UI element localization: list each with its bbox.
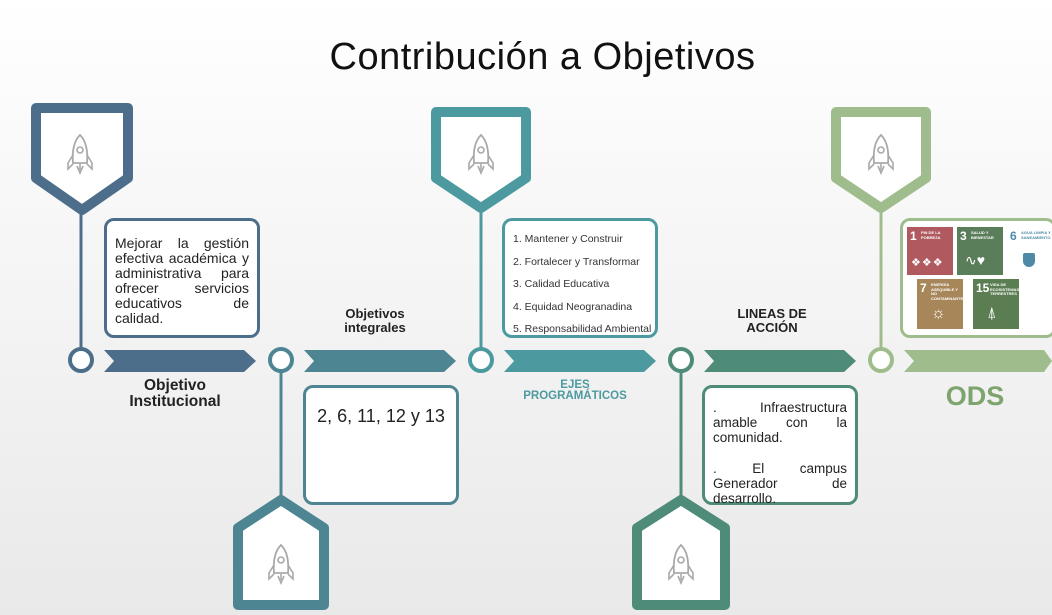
sdg-tile-1: 1 FIN DE LA POBREZA ❖❖❖	[907, 227, 953, 275]
sdg-text: FIN DE LA POBREZA	[921, 230, 941, 240]
lineas-accion-label: LINEAS DE ACCIÓN	[737, 306, 807, 335]
list-item: 1. Mantener y Construir	[513, 233, 623, 245]
badge-stage-2	[233, 495, 329, 610]
lineas-accion-item-2: . El campus Generador de desarrollo.	[713, 461, 847, 506]
ejes-list: 1. Mantener y Construir 2. Fortalecer y …	[513, 233, 652, 336]
arrow-stage-3	[504, 350, 656, 372]
people-icon: ❖❖❖	[911, 257, 944, 269]
sdg-number: 1	[910, 229, 917, 243]
arrow-stage-1	[104, 350, 256, 372]
node-stage-2	[268, 347, 294, 373]
arrow-stage-5	[904, 350, 1052, 372]
node-stage-1	[68, 347, 94, 373]
sdg-tile-7: 7 ENERGÍA ASEQUIBLE Y NO CONTAMINANTE ☼	[917, 279, 963, 329]
sdg-tile-6: 6 AGUA LIMPIA Y SANEAMIENTO	[1007, 227, 1052, 275]
objetivos-integrales-label: Objetivos integrales	[344, 306, 406, 335]
sdg-number: 3	[960, 229, 967, 243]
node-stage-4	[668, 347, 694, 373]
page-title: Contribución a Objetivos	[329, 36, 756, 78]
tree-icon: ⍋	[987, 305, 997, 322]
ods-box: 1 FIN DE LA POBREZA ❖❖❖ 3 SALUD Y BIENES…	[900, 218, 1052, 338]
ejes-programaticos-box: 1. Mantener y Construir 2. Fortalecer y …	[502, 218, 658, 338]
sdg-tile-3: 3 SALUD Y BIENESTAR ∿♥	[957, 227, 1003, 275]
lineas-accion-box: . Infraestructura amable con la comunida…	[702, 385, 858, 506]
objetivos-integrales-text: 2, 6, 11, 12 y 13	[317, 406, 445, 426]
badge-stage-3	[431, 107, 531, 213]
sdg-number: 15	[976, 281, 990, 295]
node-stage-3	[468, 347, 494, 373]
arrow-stage-4	[704, 350, 856, 372]
objetivo-institucional-text: Mejorar la gestión efectiva académica y …	[115, 235, 249, 326]
list-item: 2. Fortalecer y Transformar	[513, 255, 640, 268]
sun-icon: ☼	[931, 305, 946, 322]
water-icon	[1023, 253, 1035, 267]
badge-stage-5	[831, 107, 931, 213]
list-item: 5. Responsabilidad Ambiental	[513, 323, 652, 336]
sdg-tile-15: 15 VIDA DE ECOSISTEMAS TERRESTRES ⍋	[973, 279, 1019, 329]
objetivo-institucional-label: Objetivo Institucional	[129, 377, 221, 410]
sdg-number: 6	[1010, 229, 1017, 243]
heartbeat-icon: ∿♥	[965, 252, 986, 268]
sdg-number: 7	[920, 281, 927, 295]
node-stage-5	[868, 347, 894, 373]
list-item: 4. Equidad Neogranadina	[513, 300, 633, 313]
objetivos-integrales-box: 2, 6, 11, 12 y 13	[303, 385, 459, 505]
list-item: 3. Calidad Educativa	[513, 278, 610, 291]
sdg-text: ENERGÍA ASEQUIBLE Y NO CONTAMINANTE	[931, 282, 964, 301]
ods-label: ODS	[945, 381, 1005, 411]
sdg-text: VIDA DE ECOSISTEMAS TERRESTRES	[990, 282, 1020, 296]
arrow-stage-2	[304, 350, 456, 372]
badge-stage-4	[632, 495, 730, 610]
sdg-text: AGUA LIMPIA Y SANEAMIENTO	[1021, 230, 1051, 240]
lineas-accion-item-1: . Infraestructura amable con la comunida…	[713, 400, 847, 445]
badge-stage-1	[31, 103, 133, 215]
sdg-text: SALUD Y BIENESTAR	[971, 230, 994, 240]
objetivo-institucional-box: Mejorar la gestión efectiva académica y …	[104, 218, 260, 338]
ejes-programaticos-label: EJES PROGRAMÁTICOS	[523, 379, 627, 402]
